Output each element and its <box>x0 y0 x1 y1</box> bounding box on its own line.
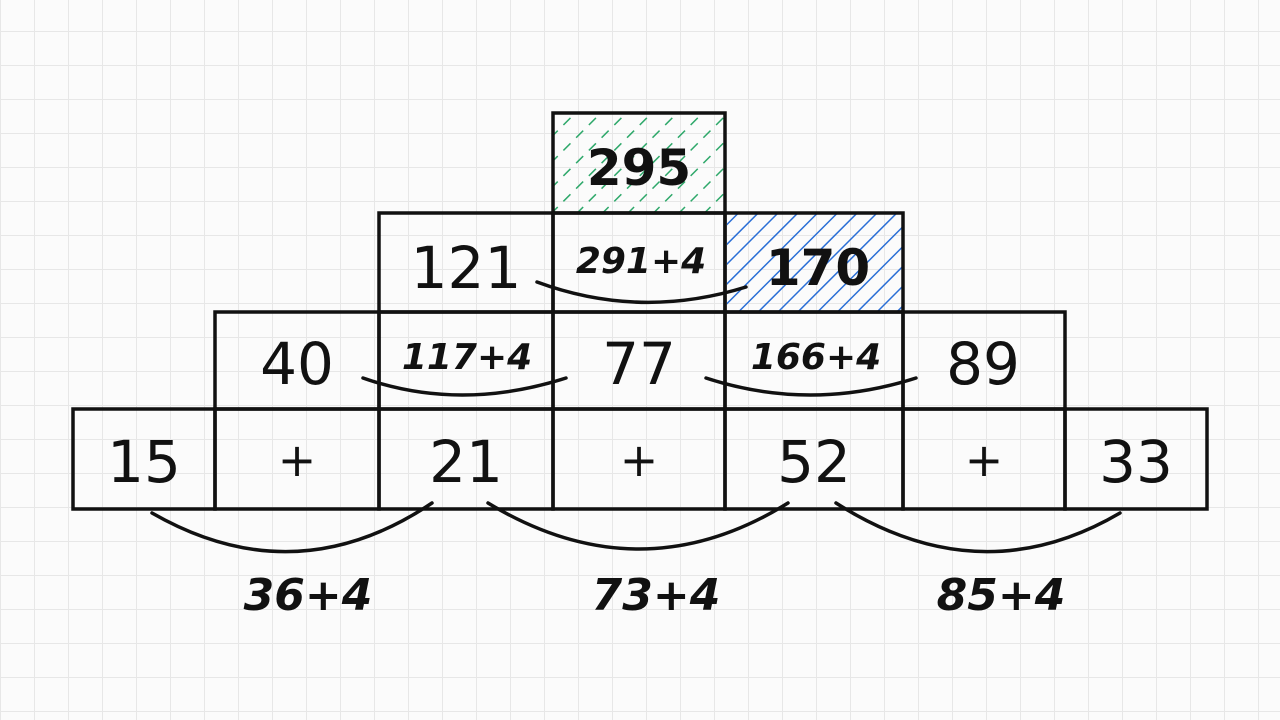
row2-calc-d: 166+4 <box>751 337 881 378</box>
arc-row2-left <box>361 376 568 397</box>
arc-row2-right <box>704 376 918 397</box>
row1-plus-b: + <box>278 433 317 487</box>
row2-value-c: 77 <box>602 330 676 398</box>
row1-value-e: 52 <box>777 428 851 496</box>
arc-below-second <box>486 501 790 551</box>
arc-row3 <box>535 280 748 305</box>
row3-left-value: 121 <box>411 234 522 302</box>
row1-plus-f: + <box>965 433 1004 487</box>
row3-right-value: 170 <box>766 239 870 297</box>
row2-calc-b: 117+4 <box>402 337 532 378</box>
row1-plus-d: + <box>620 433 659 487</box>
row3-middle-calc: 291+4 <box>576 241 706 282</box>
top-value: 295 <box>587 139 691 197</box>
below-calc-third: 85+4 <box>937 570 1066 621</box>
row3-right-hatch <box>727 214 902 311</box>
arc-below-first <box>150 501 434 554</box>
row1-value-c: 21 <box>429 428 503 496</box>
row2-value-a: 40 <box>260 330 334 398</box>
arc-below-third <box>834 501 1122 554</box>
below-calc-second: 73+4 <box>592 570 721 621</box>
below-calc-first: 36+4 <box>244 570 373 621</box>
row2-value-e: 89 <box>946 330 1020 398</box>
row1-cell-g <box>1063 407 1209 511</box>
row1-value-a: 15 <box>107 428 181 496</box>
row1-value-g: 33 <box>1099 428 1173 496</box>
top-cell-hatch <box>553 113 725 213</box>
